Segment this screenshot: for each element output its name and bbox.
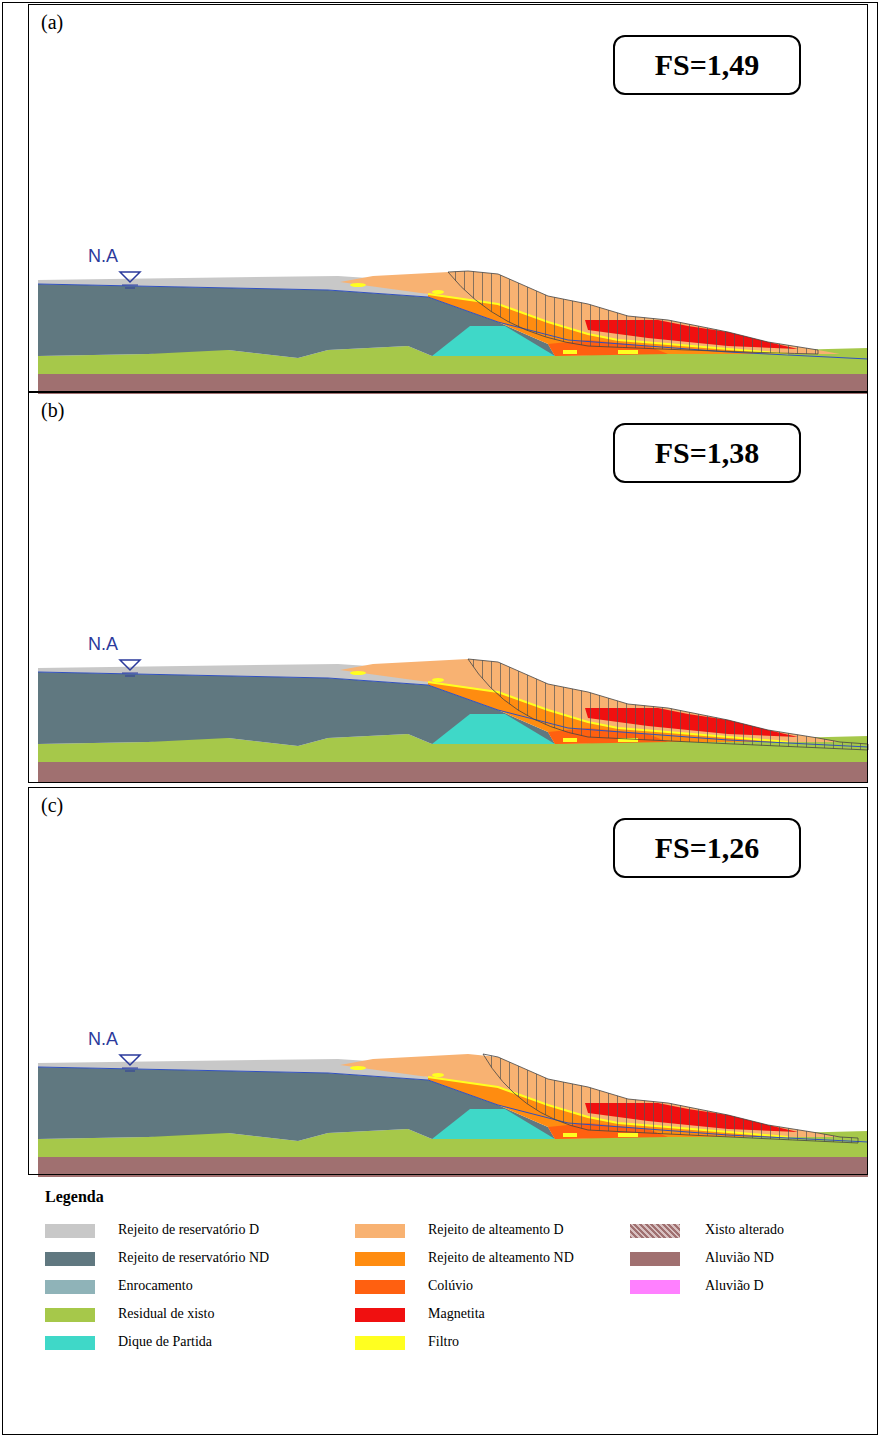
safety-factor: FS=1,38: [655, 436, 760, 470]
legend-swatch: [630, 1280, 680, 1294]
legend-swatch: [355, 1252, 405, 1266]
legend-text: Rejeito de reservatório ND: [118, 1250, 269, 1266]
water-level-label: N.A: [88, 246, 118, 267]
water-level-label: N.A: [88, 1029, 118, 1050]
safety-factor-box: FS=1,26: [613, 818, 801, 878]
water-level-label: N.A: [88, 634, 118, 655]
legend-text: Dique de Partida: [118, 1334, 212, 1350]
legend-swatch: [630, 1224, 680, 1238]
legend-swatch: [355, 1308, 405, 1322]
legend-swatch: [355, 1280, 405, 1294]
legend-text: Magnetita: [428, 1306, 485, 1322]
legend-swatch: [45, 1280, 95, 1294]
legend-text: Rejeito de reservatório D: [118, 1222, 259, 1238]
legend-swatch: [45, 1308, 95, 1322]
legend-swatch: [45, 1252, 95, 1266]
panel-tag: (a): [41, 11, 63, 34]
legend-text: Rejeito de alteamento ND: [428, 1250, 574, 1266]
section-panel: (a) FS=1,49: [28, 4, 868, 392]
legend-swatch: [45, 1336, 95, 1350]
legend-title: Legenda: [45, 1188, 104, 1206]
legend-text: Filtro: [428, 1334, 459, 1350]
panel-tag: (c): [41, 794, 63, 817]
legend-text: Aluvião ND: [705, 1250, 774, 1266]
legend-swatch: [45, 1224, 95, 1238]
legend-text: Rejeito de alteamento D: [428, 1222, 564, 1238]
legend-text: Aluvião D: [705, 1278, 764, 1294]
section-panel: (b) FS=1,38: [28, 392, 868, 783]
legend-swatch: [355, 1336, 405, 1350]
safety-factor: FS=1,26: [655, 831, 760, 865]
legend-text: Colúvio: [428, 1278, 473, 1294]
legend-swatch: [630, 1252, 680, 1266]
safety-factor: FS=1,49: [655, 48, 760, 82]
safety-factor-box: FS=1,49: [613, 35, 801, 95]
section-panel: (c) FS=1,26: [28, 787, 868, 1175]
safety-factor-box: FS=1,38: [613, 423, 801, 483]
panel-tag: (b): [41, 399, 64, 422]
legend-swatch: [355, 1224, 405, 1238]
legend-text: Xisto alterado: [705, 1222, 784, 1238]
legend-text: Enrocamento: [118, 1278, 193, 1294]
legend-text: Residual de xisto: [118, 1306, 214, 1322]
